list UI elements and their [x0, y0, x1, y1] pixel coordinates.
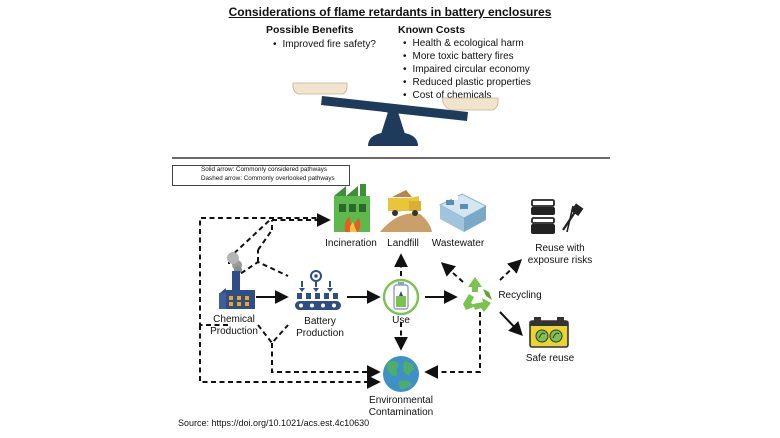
legend-solid-label: Solid arrow: Commonly considered pathway… — [201, 166, 327, 173]
benefits-list: Improved fire safety? — [273, 38, 376, 51]
cost-item: Health & ecological harm — [403, 37, 531, 50]
source-citation: Source: https://doi.org/10.1021/acs.est.… — [178, 418, 370, 428]
cost-item: More toxic battery fires — [403, 50, 531, 63]
battery-use-icon — [382, 278, 420, 316]
environment-label: Environmental Contamination — [368, 395, 434, 418]
recycling-label: Recycling — [498, 290, 542, 301]
benefit-item: Improved fire safety? — [273, 38, 376, 51]
assembly-line-icon — [295, 270, 341, 310]
legend-dashed-label: Dashed arrow: Commonly overlooked pathwa… — [201, 174, 335, 182]
use-label: Use — [392, 315, 410, 326]
reuse-risk-label: Reuse with exposure risks — [527, 243, 593, 266]
landfill-label: Landfill — [387, 238, 419, 249]
battery-production-label: Battery Production — [296, 316, 344, 339]
solid-arrows — [256, 290, 523, 337]
incineration-icon — [334, 184, 370, 232]
cost-item: Cost of chemicals — [403, 89, 531, 102]
incineration-label: Incineration — [325, 238, 377, 249]
costs-list: Health & ecological harm More toxic batt… — [403, 37, 531, 102]
legend: Solid arrow: Commonly considered pathway… — [172, 165, 350, 186]
costs-heading: Known Costs — [398, 24, 466, 36]
dashed-arrows — [199, 213, 523, 389]
safe-reuse-label: Safe reuse — [525, 353, 575, 364]
cost-item: Reduced plastic properties — [403, 76, 531, 89]
benefits-heading: Possible Benefits — [266, 24, 354, 36]
containers-utensils-icon — [531, 199, 584, 234]
globe-icon — [383, 356, 419, 392]
recycle-icon — [463, 277, 492, 312]
eco-battery-icon — [529, 317, 569, 348]
wastewater-label: Wastewater — [431, 238, 485, 249]
landfill-icon — [380, 190, 432, 232]
factory-icon — [219, 252, 255, 309]
cost-item: Impaired circular economy — [403, 63, 531, 76]
wastewater-icon — [438, 193, 488, 232]
figure-title: Considerations of flame retardants in ba… — [228, 5, 552, 19]
balance-scale-icon — [292, 82, 499, 146]
chemical-production-label: Chemical Production — [210, 314, 258, 337]
